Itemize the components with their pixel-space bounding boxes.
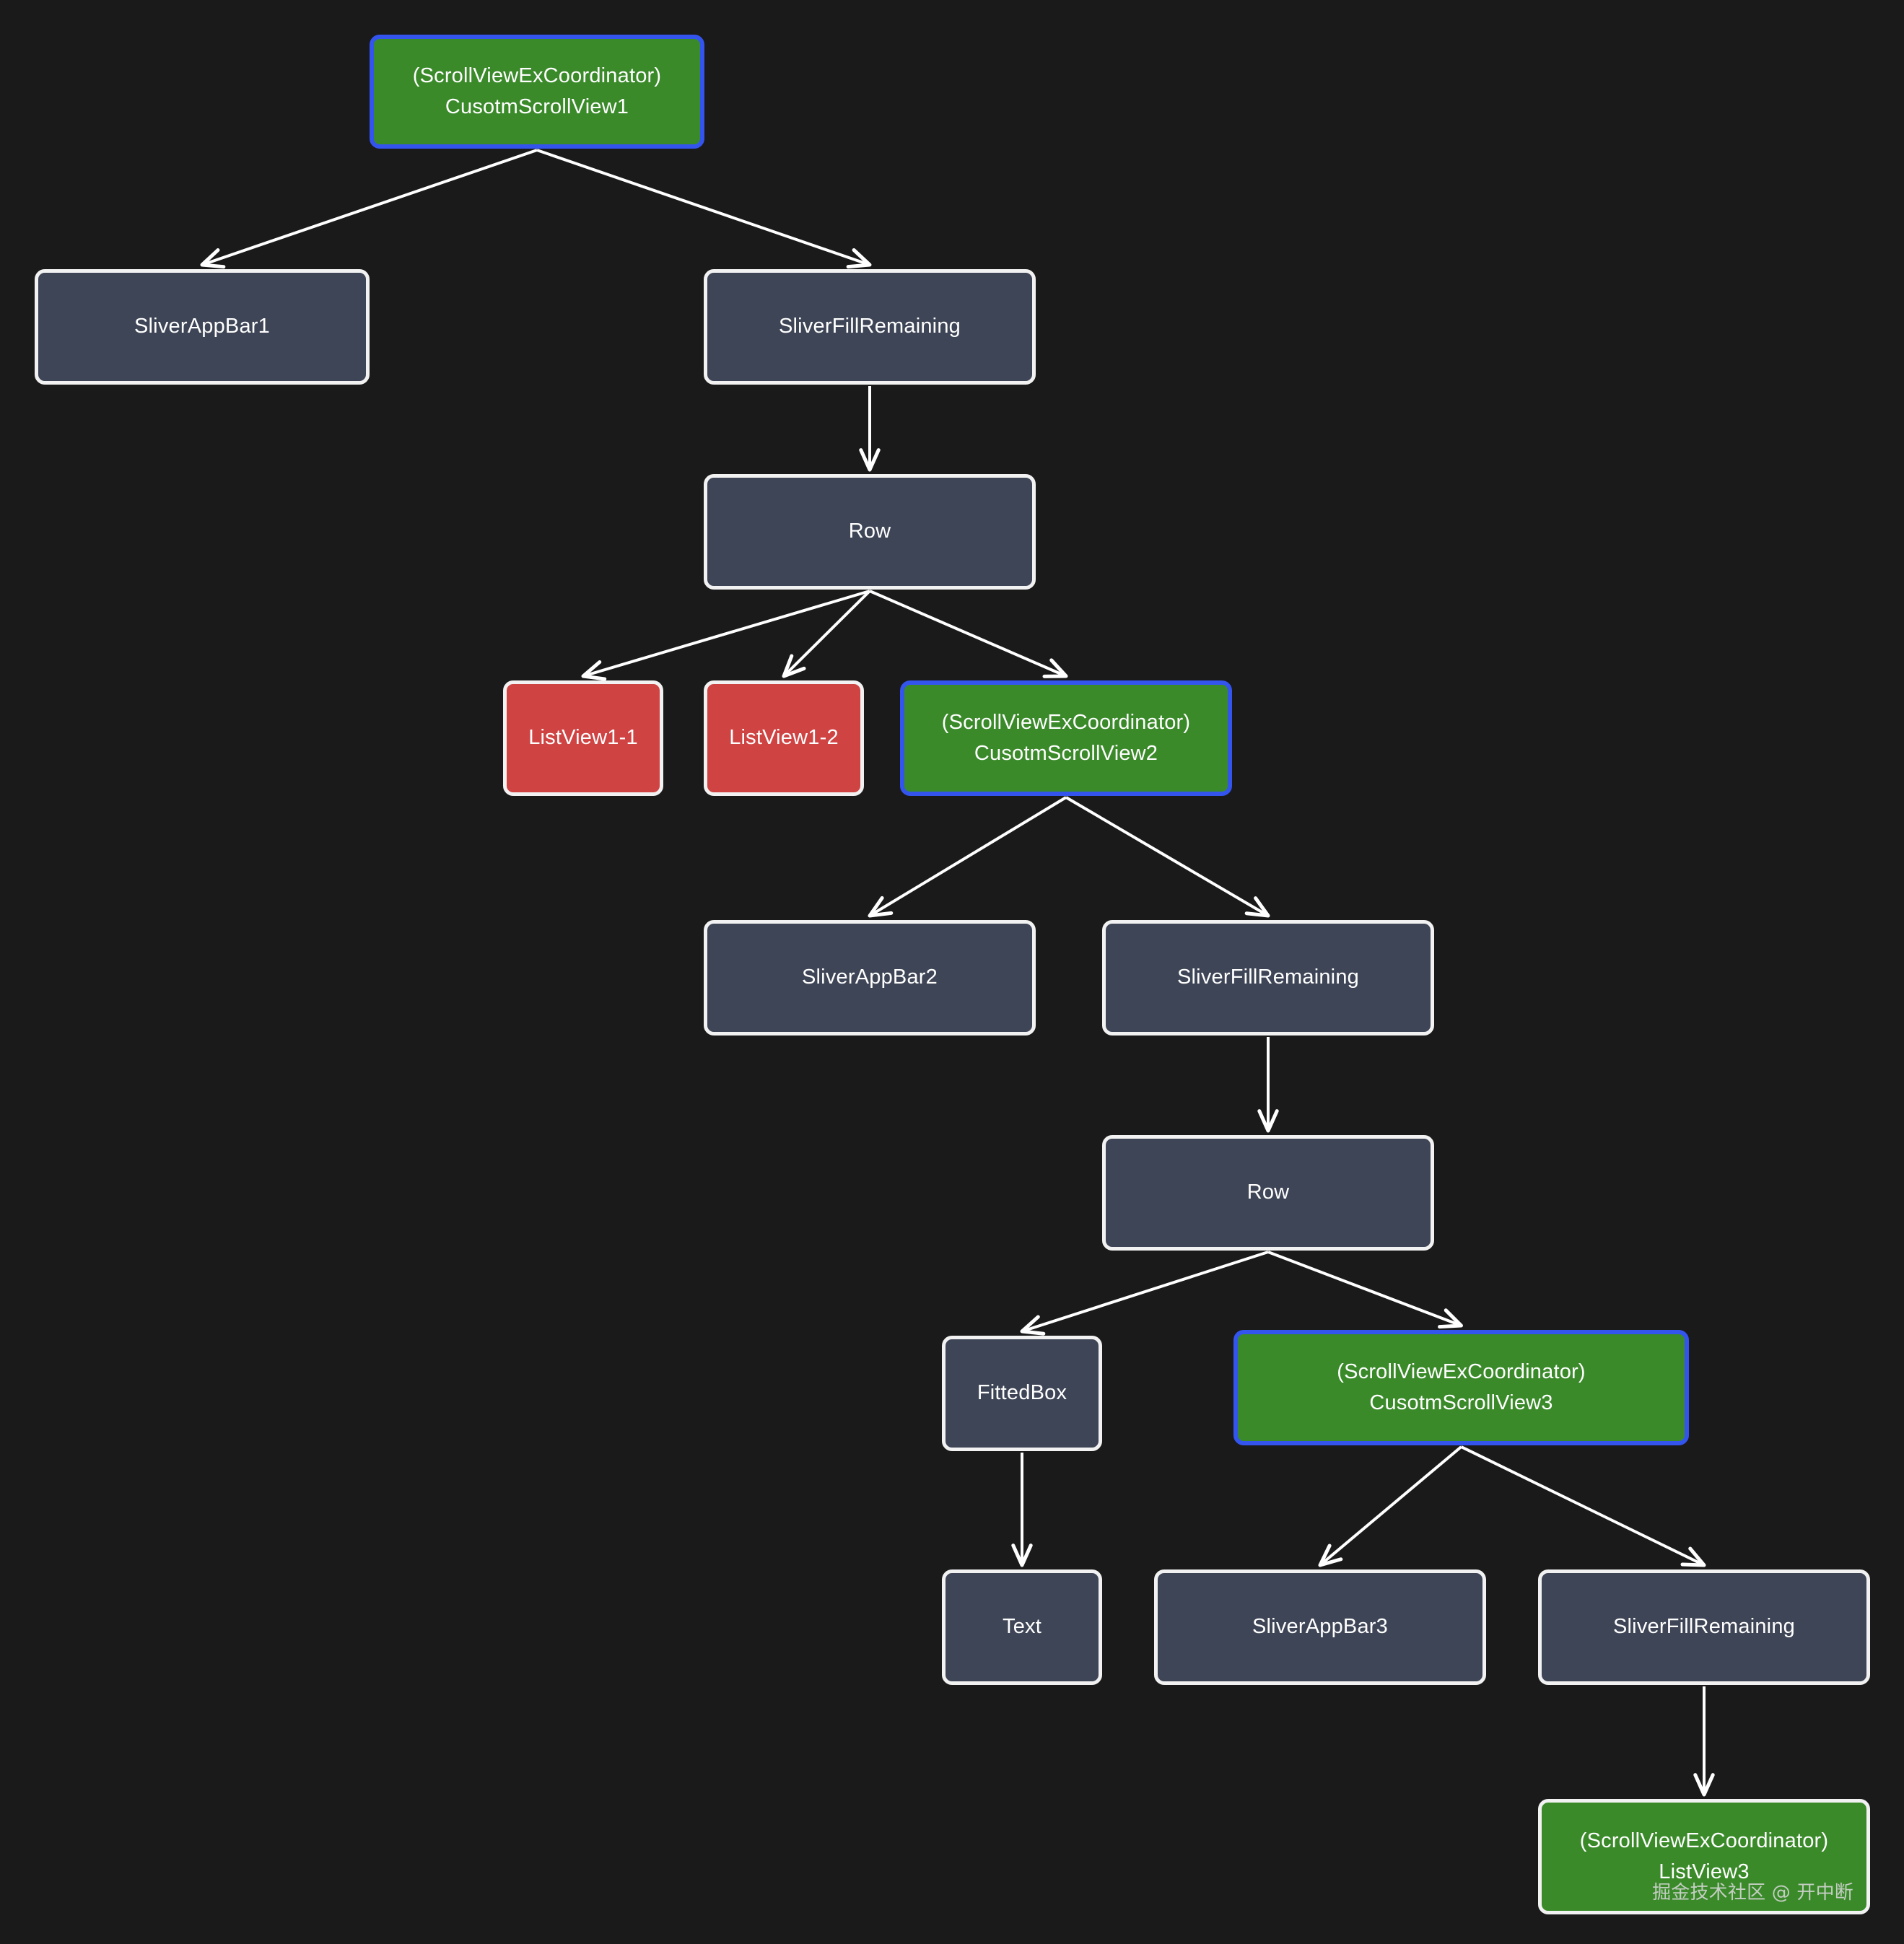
watermark-text: 掘金技术社区 @ 开中断	[1652, 1882, 1853, 1904]
node-customscrollview2[interactable]: (ScrollViewExCoordinator) CusotmScrollVie…	[900, 680, 1232, 796]
node-label-primary: Row	[848, 520, 891, 543]
node-label-primary: SliverFillRemaining	[1613, 1615, 1795, 1639]
node-row1[interactable]: Row	[704, 474, 1036, 590]
edge-fittedbox-to-text	[1011, 1453, 1033, 1567]
node-customscrollview3[interactable]: (ScrollViewExCoordinator) CusotmScrollVie…	[1233, 1330, 1689, 1445]
edge-row1-to-listview1-2	[782, 590, 871, 678]
edge-customscrollview2-to-sliverappbar2	[868, 796, 1067, 918]
node-label-primary: (ScrollViewExCoordinator)	[1337, 1360, 1586, 1383]
node-label-secondary: CusotmScrollView3	[1369, 1391, 1553, 1414]
node-row2[interactable]: Row	[1102, 1135, 1434, 1251]
node-listview1-2[interactable]: ListView1-2	[704, 680, 864, 796]
node-label-primary: ListView1-1	[528, 726, 638, 750]
node-label-primary: SliverFillRemaining	[1177, 966, 1359, 989]
node-label-primary: SliverAppBar1	[134, 315, 270, 338]
node-label-secondary: ListView3	[1659, 1860, 1750, 1883]
edge-row1-to-customscrollview2	[869, 590, 1068, 678]
node-sliverfillremaining2[interactable]: SliverFillRemaining	[1102, 920, 1434, 1036]
node-label-primary: (ScrollViewExCoordinator)	[1579, 1829, 1829, 1852]
node-label-primary: SliverAppBar2	[802, 966, 938, 989]
node-label-primary: (ScrollViewExCoordinator)	[941, 710, 1191, 734]
edge-customscrollview1-to-sliverappbar1	[200, 149, 538, 269]
edge-sliverfillremaining1-to-row1	[859, 386, 881, 472]
edge-customscrollview1-to-sliverfillremaining1	[536, 149, 872, 269]
node-sliverappbar3[interactable]: SliverAppBar3	[1154, 1569, 1486, 1685]
edge-customscrollview3-to-sliverappbar3	[1318, 1445, 1462, 1567]
node-sliverfillremaining3[interactable]: SliverFillRemaining	[1538, 1569, 1870, 1685]
node-sliverfillremaining1[interactable]: SliverFillRemaining	[704, 269, 1036, 385]
node-sliverappbar1[interactable]: SliverAppBar1	[35, 269, 370, 385]
node-label-secondary: CusotmScrollView2	[974, 742, 1158, 765]
node-label-primary: SliverAppBar3	[1252, 1615, 1388, 1639]
edge-row1-to-listview1-1	[581, 590, 870, 681]
node-label-primary: FittedBox	[977, 1381, 1067, 1405]
node-text[interactable]: Text	[942, 1569, 1102, 1685]
node-label-primary: ListView1-2	[729, 726, 839, 750]
edge-sliverfillremaining2-to-row2	[1257, 1037, 1279, 1133]
edge-sliverfillremaining3-to-listview3	[1693, 1686, 1715, 1797]
node-label-primary: SliverFillRemaining	[779, 315, 961, 338]
edge-row2-to-customscrollview3	[1267, 1251, 1463, 1329]
node-listview1-1[interactable]: ListView1-1	[503, 680, 663, 796]
node-label-secondary: CusotmScrollView1	[445, 95, 629, 118]
node-label-primary: Row	[1246, 1181, 1290, 1204]
node-customscrollview1[interactable]: (ScrollViewExCoordinator) CusotmScrollVie…	[370, 35, 704, 149]
node-label-primary: Text	[1003, 1615, 1041, 1639]
edge-customscrollview2-to-sliverfillremaining2	[1065, 796, 1270, 918]
edge-row2-to-fittedbox	[1020, 1251, 1269, 1336]
edge-customscrollview3-to-sliverfillremaining3	[1460, 1445, 1706, 1567]
node-sliverappbar2[interactable]: SliverAppBar2	[704, 920, 1036, 1036]
node-fittedbox[interactable]: FittedBox	[942, 1336, 1102, 1451]
node-label-primary: (ScrollViewExCoordinator)	[412, 64, 662, 87]
